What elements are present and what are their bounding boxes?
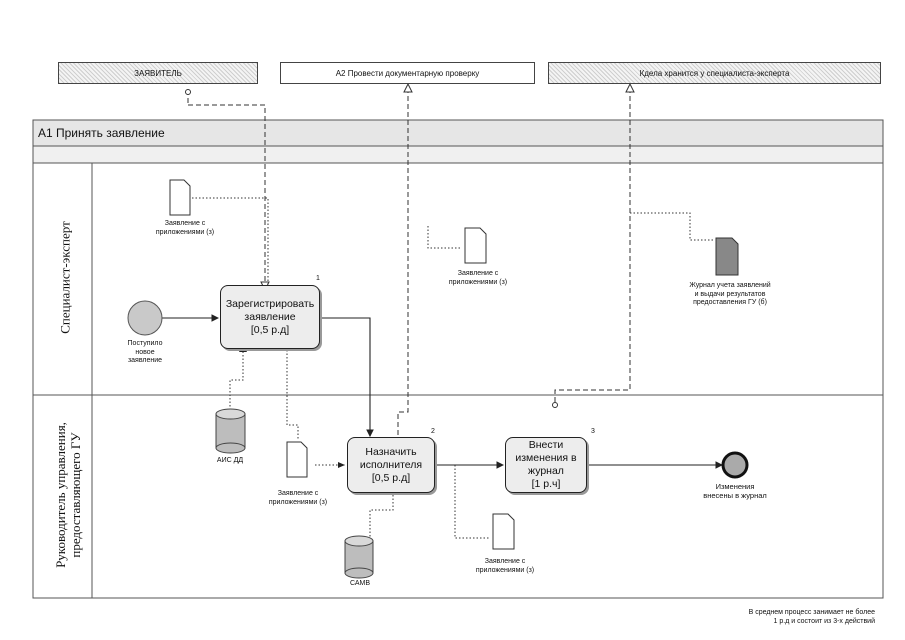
- task-3-line2: изменения в: [515, 452, 577, 464]
- lane-label-specialist: Специалист-эксперт: [57, 221, 73, 334]
- start-event-label-line1: Поступило: [127, 340, 163, 347]
- specialist-note-label: Кдела хранится у специалиста-эксперта: [639, 68, 790, 78]
- document-label-3: Заявление с приложениями (з): [258, 490, 338, 507]
- task-register-application[interactable]: Зарегистрировать заявление [0,5 р.д]: [220, 285, 320, 349]
- document-label-1-line2: приложениями (з): [155, 228, 215, 236]
- document-label-1: Заявление с приложениями (з): [145, 220, 225, 237]
- applicant-label: ЗАЯВИТЕЛЬ: [134, 68, 182, 78]
- task-3-line3: журнал: [528, 465, 564, 477]
- lane-label-manager-line1: Руководитель управления,: [53, 422, 68, 568]
- task-2-line3: [0,5 р.д]: [371, 471, 411, 484]
- task-1-line2: заявление: [244, 310, 296, 323]
- database-label-samv: САМВ: [349, 580, 371, 587]
- document-label-4: Заявление с приложениями (з): [465, 558, 545, 575]
- pool-subheader: [32, 145, 884, 164]
- end-event-label-line1: Изменения: [715, 482, 755, 491]
- task-1-line1: Зарегистрировать: [225, 297, 315, 310]
- document-icon: [492, 513, 515, 550]
- database-icon-ais: [215, 408, 246, 454]
- document-icon: [169, 179, 191, 216]
- footnote-line1: В среднем процесс занимает не более: [748, 609, 875, 616]
- document-label-1-line1: Заявление с: [164, 220, 206, 227]
- task-assign-executor[interactable]: Назначить исполнителя [0,5 р.д]: [347, 437, 435, 493]
- end-event-label-line2: внесены в журнал: [703, 490, 767, 500]
- specialist-note-box: Кдела хранится у специалиста-эксперта: [548, 62, 881, 84]
- database-icon-samv: [344, 535, 374, 579]
- lane-label-manager: Руководитель управления, предоставляющег…: [53, 400, 83, 590]
- document-label-2-line2: приложениями (з): [448, 278, 508, 286]
- document-label-4-line2: приложениями (з): [475, 566, 535, 574]
- document-icon: [286, 441, 308, 478]
- database-label-ais: АИС ДД: [216, 457, 244, 464]
- document-label-3-line1: Заявление с: [277, 490, 319, 497]
- journal-label-line3: предоставления ГУ (б): [693, 299, 767, 306]
- document-icon: [464, 227, 487, 264]
- document-label-2: Заявление с приложениями (з): [438, 270, 518, 287]
- pool-title: А1 Принять заявление: [38, 126, 165, 140]
- lane-label-manager-line2: предоставляющего ГУ: [68, 432, 83, 558]
- task-2-line2: исполнителя: [359, 458, 423, 471]
- task-2-line1: Назначить: [365, 445, 417, 458]
- end-event-label: Изменения внесены в журнал: [690, 482, 780, 500]
- journal-label-line2: и выдачи результатов: [694, 290, 766, 298]
- task-3-line4: [1 р.ч]: [531, 478, 561, 490]
- footnote: В среднем процесс занимает не более 1 р.…: [700, 608, 875, 626]
- start-event-label-line3: заявление: [127, 357, 163, 364]
- a2-label: А2 Провести документарную проверку: [335, 68, 480, 78]
- journal-label-line1: Журнал учета заявлений: [689, 282, 771, 289]
- start-event-label: Поступило новое заявление: [115, 340, 175, 366]
- task-update-journal[interactable]: Внести изменения в журнал [1 р.ч]: [505, 437, 587, 493]
- end-event: [721, 451, 749, 479]
- task-3-number: 3: [591, 428, 595, 435]
- applicant-box: ЗАЯВИТЕЛЬ: [58, 62, 258, 84]
- task-3-line1: Внести: [528, 439, 564, 451]
- document-label-4-line1: Заявление с: [484, 558, 526, 565]
- start-event-label-line2: новое: [135, 348, 155, 356]
- start-event: [127, 300, 163, 336]
- journal-icon: [715, 237, 739, 276]
- task-1-number: 1: [316, 275, 320, 282]
- document-label-2-line1: Заявление с: [457, 270, 499, 277]
- document-label-3-line2: приложениями (з): [268, 498, 328, 506]
- task-2-number: 2: [431, 428, 435, 435]
- a2-box: А2 Провести документарную проверку: [280, 62, 535, 84]
- journal-label: Журнал учета заявлений и выдачи результа…: [675, 282, 785, 308]
- task-1-line3: [0,5 р.д]: [250, 323, 290, 336]
- footnote-line2: 1 р.д и состоит из 3-х действий: [773, 618, 875, 625]
